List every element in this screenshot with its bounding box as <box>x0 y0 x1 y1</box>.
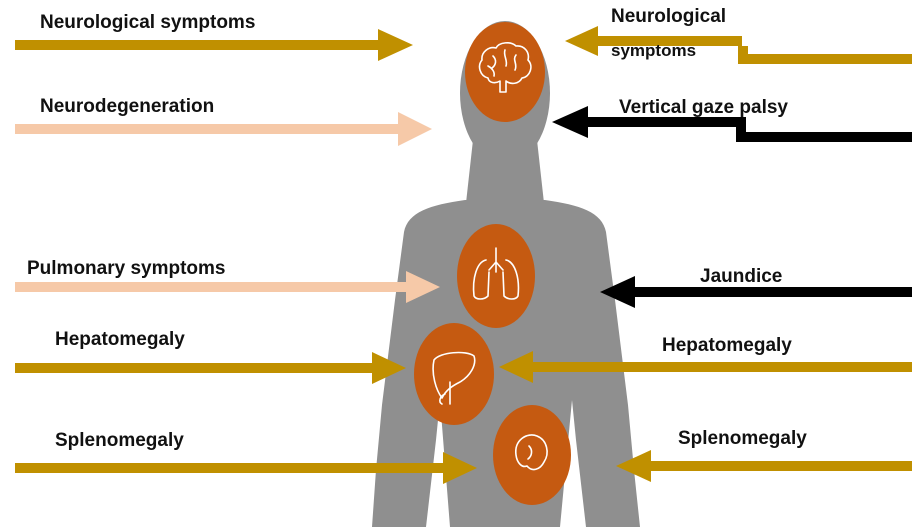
label-hepatomegaly-right: Hepatomegaly <box>662 335 792 357</box>
spleen-circle <box>493 405 571 505</box>
label-gaze-right: Vertical gaze palsy <box>619 97 788 119</box>
brain-circle <box>465 22 545 122</box>
label-neuro-right-line2: symptoms <box>611 40 696 62</box>
label-hepatomegaly-left: Hepatomegaly <box>55 329 185 351</box>
label-neuro-right-line1: Neurological <box>611 6 726 28</box>
label-splenomegaly-left: Splenomegaly <box>55 430 184 452</box>
label-jaundice-right: Jaundice <box>700 266 782 288</box>
label-pulmonary-left: Pulmonary symptoms <box>27 258 226 280</box>
label-neurodegeneration-left: Neurodegeneration <box>40 96 214 118</box>
liver-circle <box>414 323 494 425</box>
arrow-hepatomegaly-left <box>15 352 406 384</box>
label-neuro-left: Neurological symptoms <box>40 12 255 34</box>
arrow-splenomegaly-right <box>616 450 912 482</box>
label-splenomegaly-right: Splenomegaly <box>678 428 807 450</box>
lungs-circle <box>457 224 535 328</box>
